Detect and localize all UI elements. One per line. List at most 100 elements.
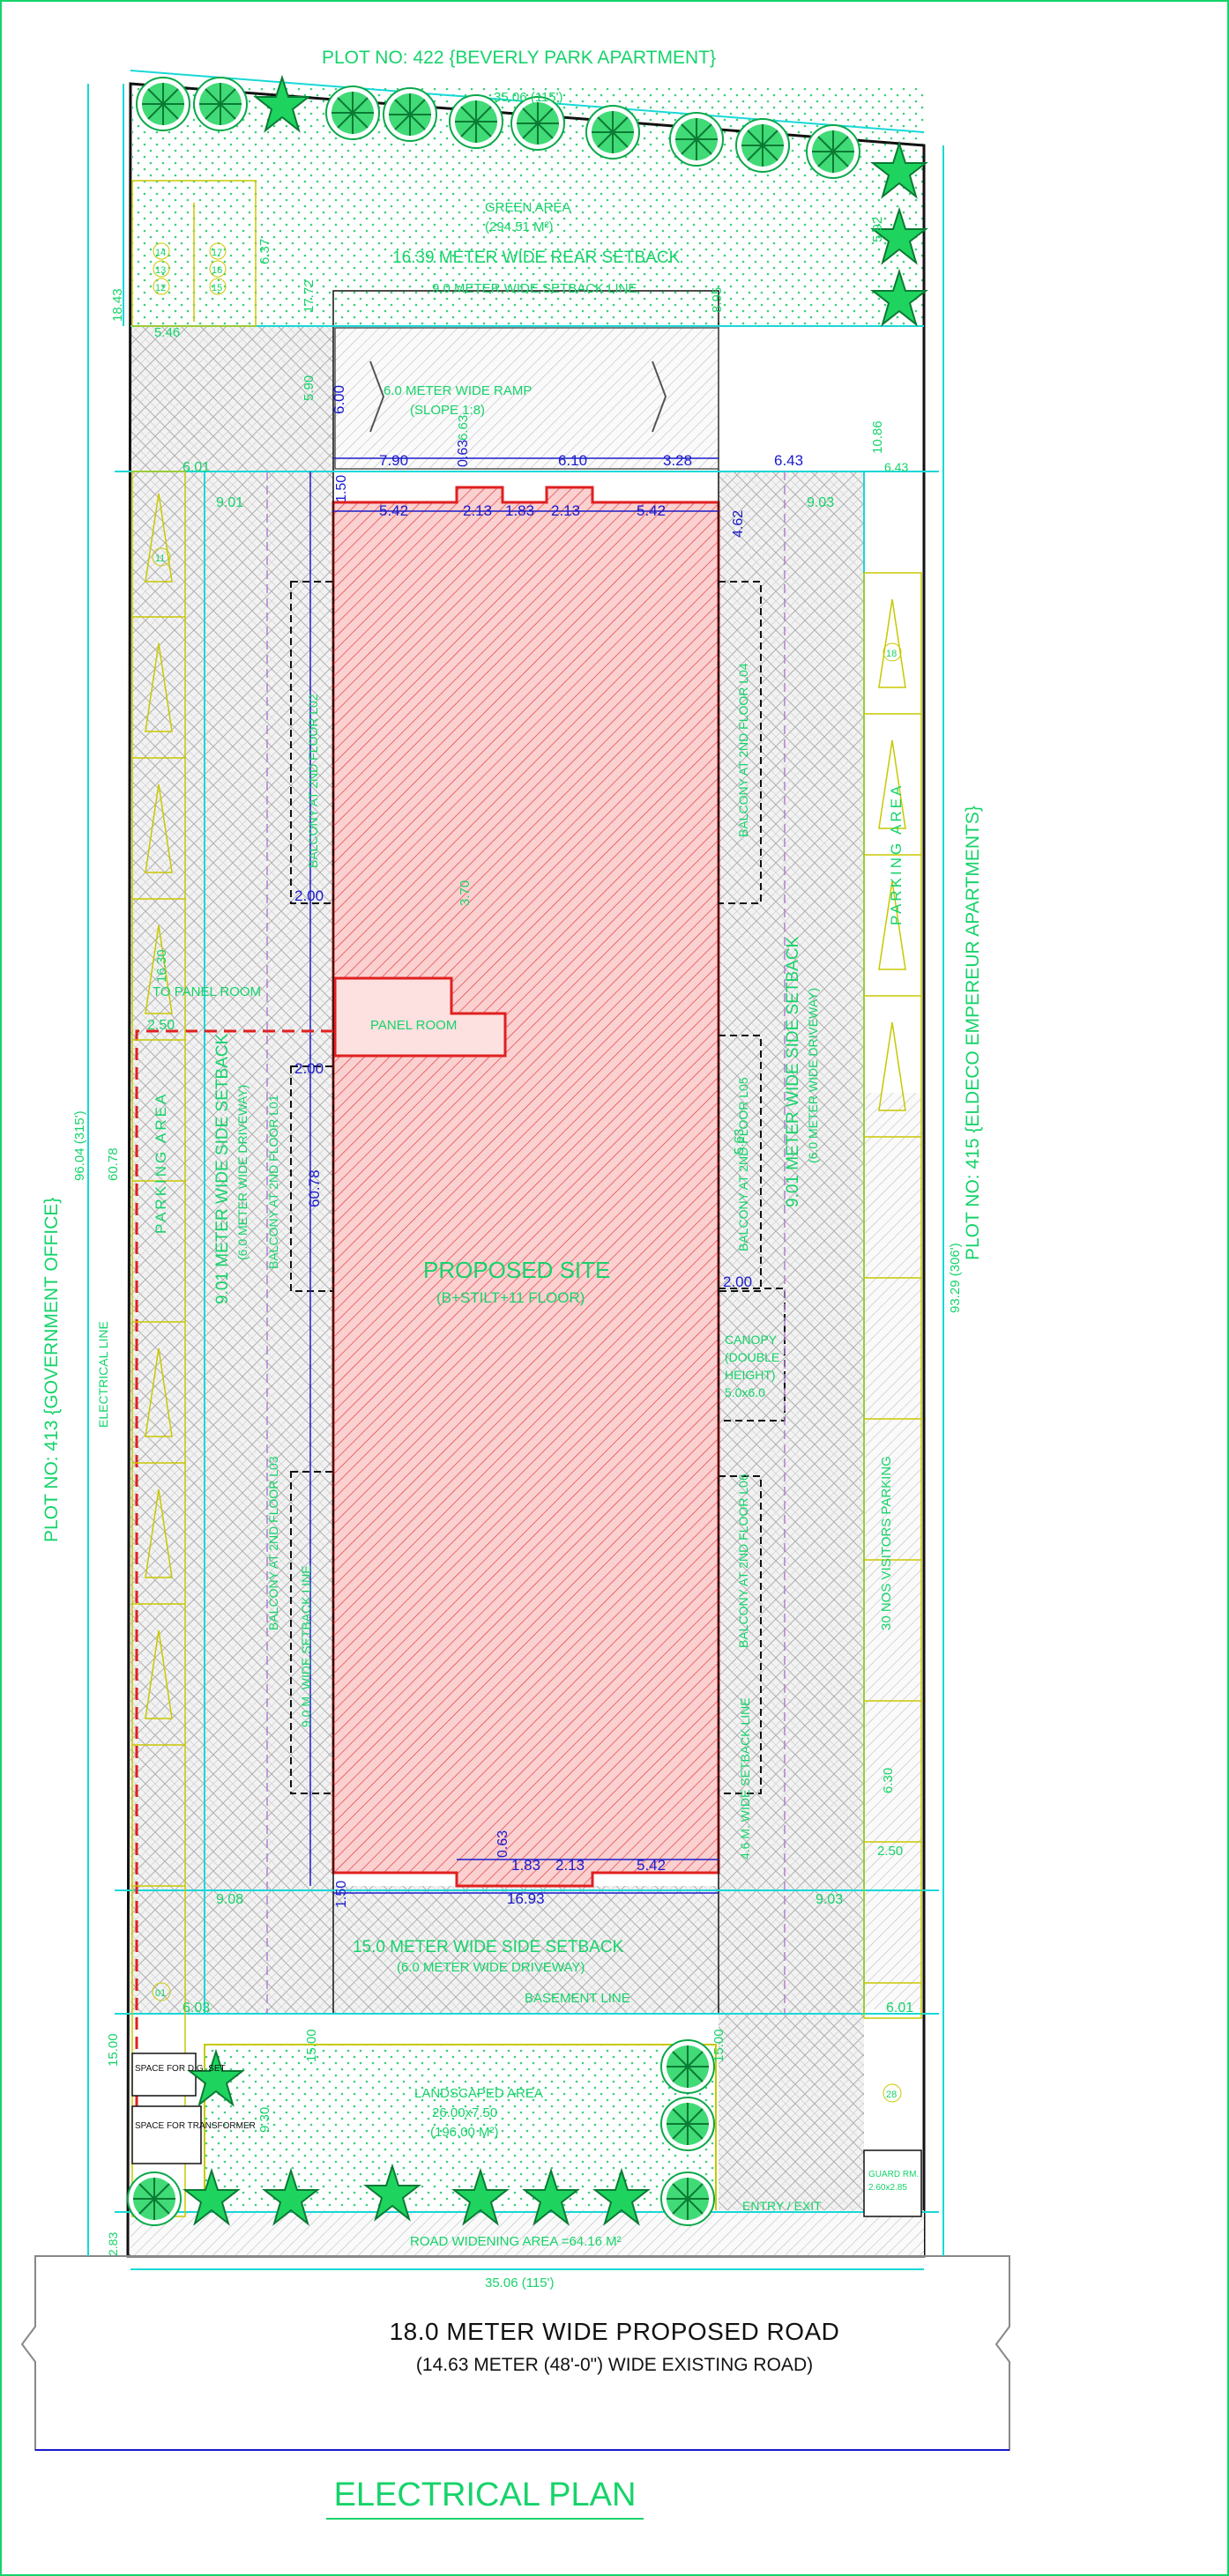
paved-entry [719, 2014, 864, 2216]
dim-6-43r: 6.43 [884, 460, 908, 474]
dim-5-92: 5.92 [870, 217, 885, 242]
balcony-right-bot [718, 1475, 762, 1794]
landscaped-label: LANDSCAPED AREA [414, 2086, 543, 2101]
parking-no-16: 16 [212, 265, 222, 276]
balcony-left-mid-label: BALCONY AT 2ND FLOOR L01 [266, 1095, 280, 1269]
side-setback-right-driveway: (6.0 METER WIDE DRIVEWAY) [806, 988, 820, 1163]
dim-2-83: 2.83 [106, 2232, 120, 2256]
dim-6-03: 6.03 [182, 2001, 210, 2016]
dim-6-43: 6.43 [774, 452, 803, 469]
dim-2-50: 2.50 [147, 1018, 175, 1033]
transformer-box [131, 2105, 202, 2164]
dim-9-08: 9.08 [216, 1892, 243, 1907]
dim-6-30: 6.30 [881, 1768, 896, 1793]
ramp-slope: (SLOPE 1:8) [410, 403, 485, 418]
dim-5-42c: 5.42 [637, 1857, 666, 1874]
parking-no-15: 15 [212, 283, 222, 293]
dg-set-label: SPACE FOR D.G. SET [135, 2064, 226, 2074]
dim-9-30: 9.30 [257, 2107, 272, 2133]
site-subtitle: (B+STILT+11 FLOOR) [436, 1289, 585, 1306]
dim-top-width: 35.06 (115') [494, 90, 562, 105]
guard-room-label: GUARD RM. [868, 2170, 919, 2179]
dim-17-72: 17.72 [302, 279, 317, 313]
dim-8-95: 8.95 [710, 287, 725, 313]
dim-5-90: 5.90 [302, 375, 317, 401]
electrical-line [135, 1029, 333, 2150]
setback-line-top-label: 9.0 METER WIDE SETBACK LINE [432, 281, 637, 296]
balcony-left-top-label: BALCONY AT 2ND FLOOR L02 [306, 694, 320, 868]
dim-right-depth: 93.29 (306') [948, 1243, 963, 1313]
basement-line-label: BASEMENT LINE [525, 1991, 630, 2006]
panel-room-label: PANEL ROOM [370, 1018, 457, 1033]
dim-6-37: 6.37 [257, 239, 272, 264]
balcony-left-bot [290, 1471, 334, 1794]
paved-front [130, 1886, 864, 2014]
road-label-main: 18.0 METER WIDE PROPOSED ROAD [389, 2318, 840, 2345]
green-area-label: GREEN AREA [485, 200, 571, 215]
dim-2-00a: 2.00 [294, 887, 324, 904]
dim-6-10: 6.10 [558, 452, 587, 469]
dim-7-90: 7.90 [379, 452, 408, 469]
dim-0-63a: 0.63 [456, 440, 471, 467]
dim-6-01b: 6.01 [886, 2001, 913, 2016]
parking-no-14: 14 [155, 248, 166, 258]
dim-3-70: 3.70 [458, 880, 473, 906]
paved-ramp-area [333, 328, 719, 469]
canopy-sub2: HEIGHT) [725, 1368, 776, 1382]
paved-top-left [130, 326, 333, 471]
dim-bottom-width: 35.06 (115') [485, 2275, 554, 2290]
parking-no-13: 13 [155, 265, 166, 276]
neighbour-top: PLOT NO: 422 {BEVERLY PARK APARTMENT} [322, 48, 716, 68]
dim-5-63: 5.63 [732, 1129, 747, 1154]
parking-no-28: 28 [886, 2090, 897, 2100]
green-area-size: (294.51 M²) [485, 219, 554, 234]
dim-2-00b: 2.00 [294, 1060, 324, 1077]
drawing-title: ELECTRICAL PLAN [326, 2476, 644, 2520]
dim-16-30: 16.30 [154, 949, 169, 983]
dim-10-86: 10.86 [870, 420, 885, 454]
electrical-line-label: ELECTRICAL LINE [96, 1321, 110, 1428]
landscaped-size: (196.00 M²) [430, 2125, 499, 2140]
balcony-left-bot-label: BALCONY AT 2ND FLOOR L03 [266, 1456, 280, 1630]
canopy-label: CANOPY [725, 1333, 778, 1347]
dim-3-28: 3.28 [663, 452, 692, 469]
canopy-sub: (DOUBLE [725, 1350, 779, 1364]
guard-room-dims: 2.60x2.85 [868, 2183, 907, 2193]
parking-area-right: PARKING AREA [888, 783, 905, 925]
dim-6-63: 6.63 [456, 415, 471, 441]
site-title: PROPOSED SITE [423, 1257, 610, 1283]
dim-15-00b: 15.00 [304, 2029, 319, 2062]
dg-set-box [131, 2053, 197, 2097]
dim-1-50b: 1.50 [334, 1881, 349, 1908]
dim-6-00: 6.00 [331, 385, 347, 414]
landscaped-dims: 26.00x7.50 [432, 2105, 497, 2120]
balcony-left-top [290, 581, 334, 904]
parking-no-18: 18 [886, 649, 897, 659]
parking-no-17: 17 [212, 248, 222, 258]
neighbour-left: PLOT NO: 413 {GOVERNMENT OFFICE} [41, 1198, 62, 1542]
dim-2-50b: 2.50 [877, 1844, 903, 1859]
parking-no-01: 01 [155, 1988, 166, 1999]
neighbour-right: PLOT NO: 415 {ELDECO EMPEREUR APARTMENTS… [963, 805, 983, 1260]
dim-15-00c: 15.00 [711, 2029, 726, 2062]
dim-2-13a: 2.13 [463, 502, 492, 519]
front-setback-driveway: (6.0 METER WIDE DRIVEWAY) [397, 1960, 585, 1975]
visitors-parking: 30 NOS VISITORS PARKING [879, 1456, 894, 1630]
proposed-building [331, 486, 720, 1888]
dim-60-78b: 60.78 [106, 1147, 121, 1181]
dim-0-63b: 0.63 [495, 1830, 510, 1858]
ramp-box [334, 327, 719, 470]
side-setback-left: 9.01 METER WIDE SIDE SETBACK [213, 1033, 232, 1304]
dim-6-01a: 6.01 [182, 460, 210, 475]
dim-5-46: 5.46 [154, 325, 180, 340]
transformer-label: SPACE FOR TRANSFORMER [135, 2121, 256, 2131]
hatch-right-parking [864, 1093, 921, 2009]
road-band [130, 2210, 924, 2256]
rear-setback-label: 16.39 METER WIDE REAR SETBACK [392, 249, 681, 267]
paved-left-strip [130, 471, 333, 2014]
entry-exit-label: ENTRY / EXIT [742, 2199, 822, 2213]
dim-16-93: 16.93 [507, 1890, 545, 1907]
dim-1-83a: 1.83 [505, 502, 534, 519]
